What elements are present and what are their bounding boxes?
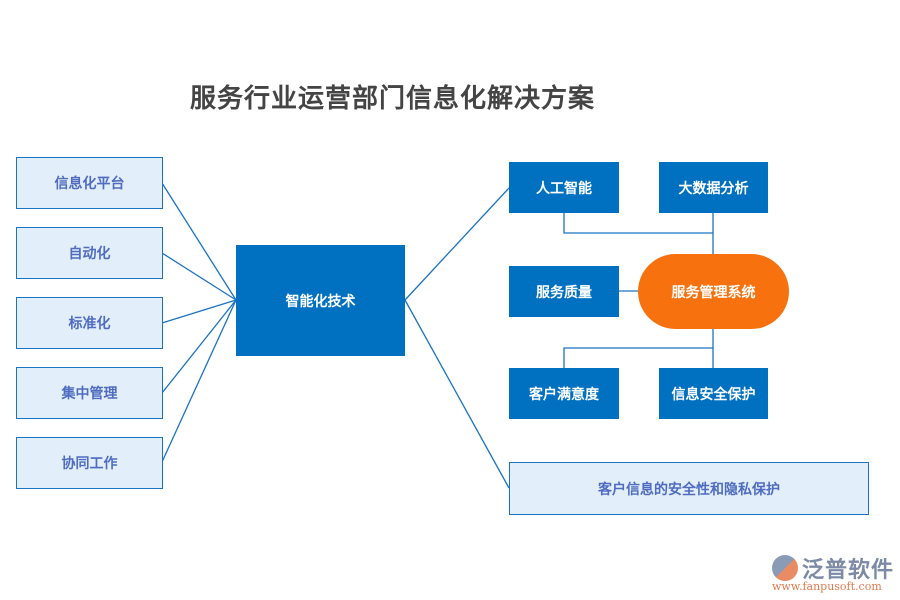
connector [161,182,237,301]
page-title: 服务行业运营部门信息化解决方案 [190,84,596,114]
connector [161,299,237,324]
node-big-data: 大数据分析 [659,162,768,213]
node-centralized-management: 集中管理 [16,367,163,419]
logo-url: www.fanpusoft.com [772,580,882,593]
node-standardization: 标准化 [16,297,163,349]
node-automation: 自动化 [16,227,163,279]
node-ai: 人工智能 [509,162,619,213]
node-service-system: 服务管理系统 [638,254,789,329]
node-intelligent-tech: 智能化技术 [236,245,405,356]
connector [563,329,714,368]
connector [161,252,237,301]
node-collaboration: 协同工作 [16,437,163,489]
node-privacy: 客户信息的安全性和隐私保护 [509,462,869,515]
connector [563,213,713,234]
node-info-security: 信息安全保护 [659,368,768,419]
connector [404,187,510,301]
logo-name: 泛普软件 [802,558,895,583]
node-satisfaction: 客户满意度 [509,368,619,419]
node-service-quality: 服务质量 [509,266,619,317]
logo-icon [772,555,798,581]
connector [404,299,510,489]
connector [161,299,237,394]
logo: 泛普软件 www.fanpusoft.com [772,552,895,593]
node-info-platform: 信息化平台 [16,157,163,209]
connector [161,299,237,463]
